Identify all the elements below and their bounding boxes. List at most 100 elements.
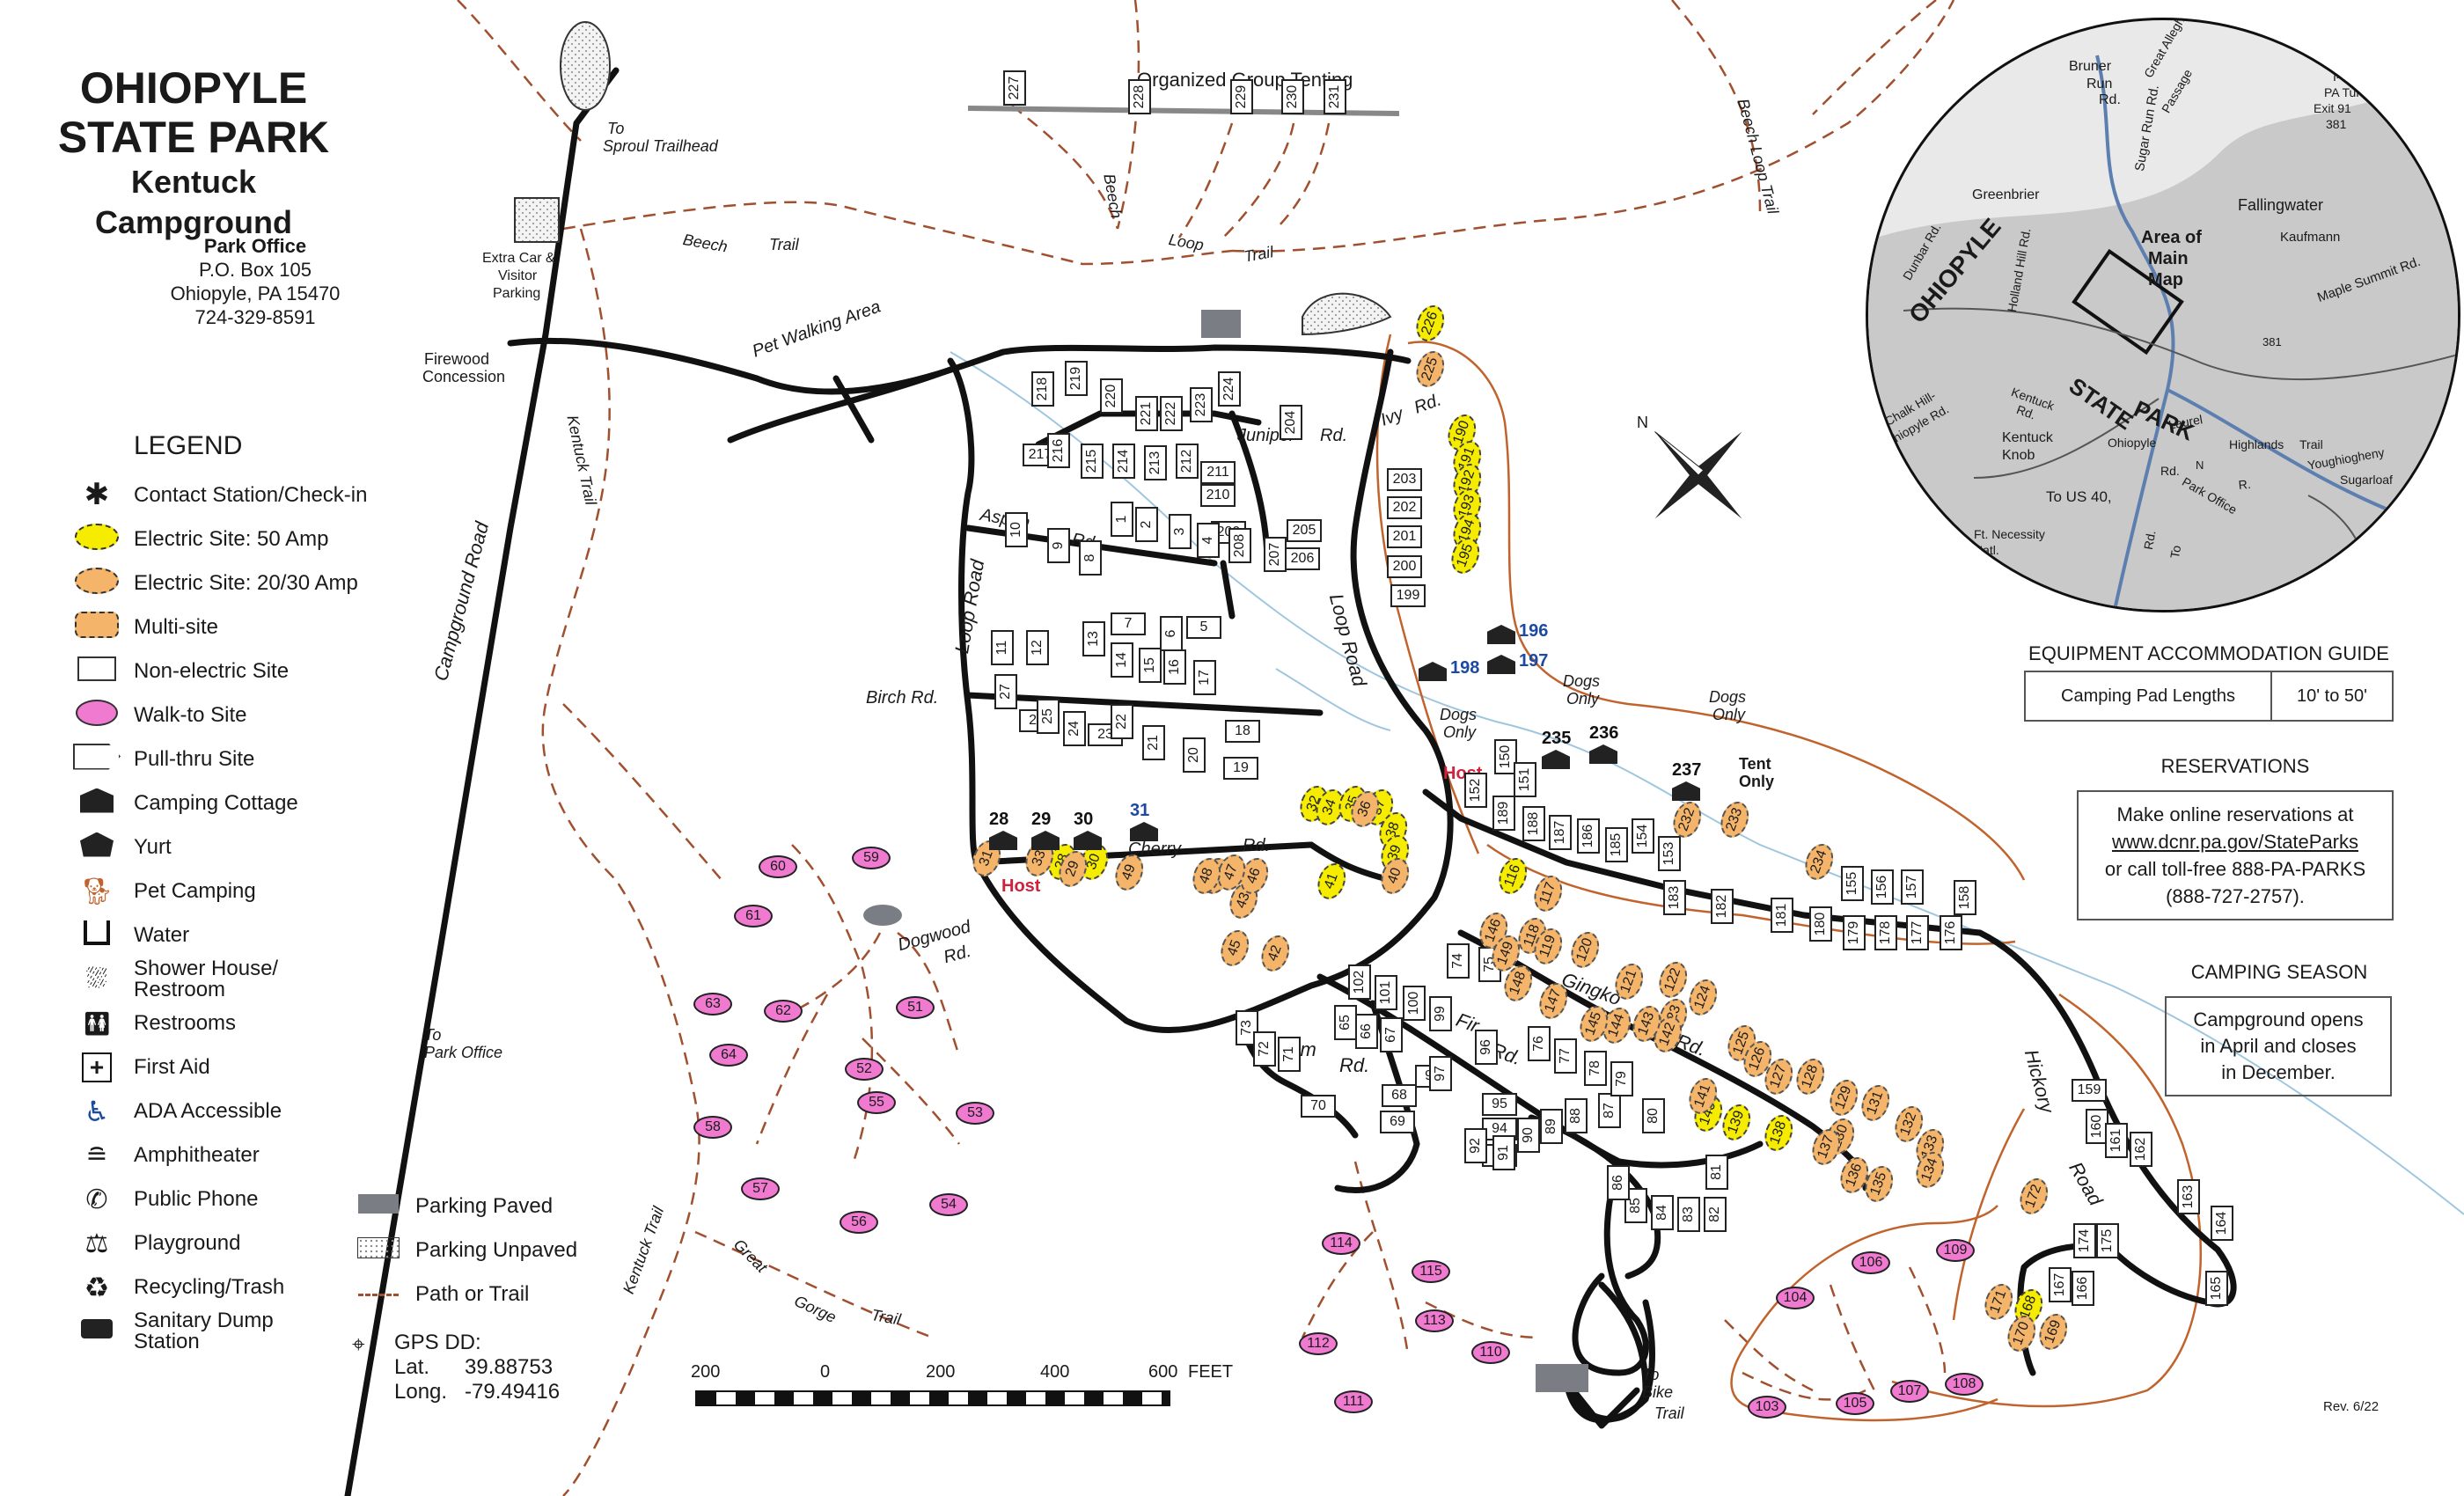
campsite-marker[interactable]: 228 xyxy=(1128,79,1151,114)
campsite-marker[interactable]: 7 xyxy=(1111,612,1146,635)
campsite-marker[interactable]: 183 xyxy=(1663,880,1686,915)
campsite-marker[interactable]: 207 xyxy=(1264,537,1287,572)
campsite-marker[interactable]: 22 xyxy=(1111,704,1133,739)
campsite-marker[interactable]: 222 xyxy=(1160,396,1183,431)
campsite-marker[interactable]: 4 xyxy=(1197,523,1220,558)
campsite-marker[interactable]: 53 xyxy=(956,1102,994,1125)
campsite-marker[interactable]: 60 xyxy=(759,855,797,878)
campsite-marker[interactable]: 54 xyxy=(929,1193,968,1216)
campsite-marker[interactable]: 214 xyxy=(1112,444,1135,479)
campsite-marker[interactable]: 212 xyxy=(1176,444,1199,479)
campsite-marker[interactable]: 112 xyxy=(1299,1332,1338,1355)
campsite-marker[interactable]: 24 xyxy=(1063,711,1086,746)
campsite-marker[interactable]: 104 xyxy=(1776,1287,1815,1309)
campsite-marker[interactable]: 95 xyxy=(1482,1093,1517,1116)
campsite-marker[interactable]: 65 xyxy=(1334,1005,1357,1040)
campsite-marker[interactable]: 71 xyxy=(1278,1037,1301,1072)
campsite-marker[interactable]: 2 xyxy=(1135,507,1158,542)
campsite-marker[interactable]: 111 xyxy=(1334,1390,1373,1413)
campsite-marker[interactable]: 211 xyxy=(1200,461,1236,484)
campsite-marker[interactable]: 105 xyxy=(1836,1392,1874,1415)
campsite-marker[interactable]: 96 xyxy=(1475,1030,1498,1065)
campsite-marker[interactable]: 218 xyxy=(1031,371,1054,407)
campsite-marker[interactable]: 15 xyxy=(1139,648,1162,683)
campsite-marker[interactable]: 86 xyxy=(1607,1165,1630,1200)
campsite-marker[interactable]: 100 xyxy=(1403,986,1426,1021)
campsite-marker[interactable]: 206 xyxy=(1285,547,1320,570)
campsite-marker[interactable]: 19 xyxy=(1223,757,1258,780)
campsite-marker[interactable]: 187 xyxy=(1549,815,1572,850)
campsite-marker[interactable]: 203 xyxy=(1387,468,1422,491)
campsite-marker[interactable]: 89 xyxy=(1540,1109,1563,1144)
campsite-marker[interactable]: 199 xyxy=(1390,584,1426,607)
campsite-marker[interactable]: 114 xyxy=(1322,1232,1360,1255)
campsite-marker[interactable]: 107 xyxy=(1890,1380,1929,1403)
campsite-marker[interactable]: 87 xyxy=(1598,1093,1621,1128)
campsite-marker[interactable]: 156 xyxy=(1871,869,1894,905)
campsite-marker[interactable]: 162 xyxy=(2130,1132,2152,1167)
campsite-marker[interactable]: 177 xyxy=(1906,915,1929,950)
campsite-marker[interactable]: 106 xyxy=(1852,1251,1890,1274)
campsite-marker[interactable]: 8 xyxy=(1079,540,1102,576)
campsite-marker[interactable]: 52 xyxy=(845,1058,884,1081)
campsite-marker[interactable]: 163 xyxy=(2177,1179,2200,1214)
campsite-marker[interactable]: 210 xyxy=(1200,484,1236,507)
campsite-marker[interactable]: 80 xyxy=(1642,1098,1665,1133)
campsite-marker[interactable]: 74 xyxy=(1447,943,1470,979)
campsite-marker[interactable]: 57 xyxy=(741,1177,780,1200)
campsite-marker[interactable]: 13 xyxy=(1082,621,1105,656)
campsite-marker[interactable]: 161 xyxy=(2105,1123,2128,1158)
campsite-marker[interactable]: 159 xyxy=(2072,1079,2107,1102)
campsite-marker[interactable]: 12 xyxy=(1026,630,1049,665)
campsite-marker[interactable]: 182 xyxy=(1711,889,1734,924)
campsite-marker[interactable]: 231 xyxy=(1324,79,1346,114)
campsite-marker[interactable]: 10 xyxy=(1005,512,1028,547)
campsite-marker[interactable]: 55 xyxy=(857,1091,896,1114)
campsite-marker[interactable]: 167 xyxy=(2049,1267,2072,1302)
campsite-marker[interactable]: 174 xyxy=(2073,1223,2096,1258)
campsite-marker[interactable]: 153 xyxy=(1658,836,1681,871)
campsite-marker[interactable]: 17 xyxy=(1193,660,1216,695)
campsite-marker[interactable]: 166 xyxy=(2072,1271,2094,1306)
campsite-marker[interactable]: 110 xyxy=(1471,1341,1510,1364)
campsite-marker[interactable]: 178 xyxy=(1874,915,1897,950)
campsite-marker[interactable]: 25 xyxy=(1037,699,1060,734)
campsite-marker[interactable]: 221 xyxy=(1135,396,1158,431)
campsite-marker[interactable]: 88 xyxy=(1565,1098,1588,1133)
campsite-marker[interactable]: 61 xyxy=(734,905,773,928)
campsite-marker[interactable]: 79 xyxy=(1610,1061,1633,1096)
campsite-marker[interactable]: 66 xyxy=(1355,1014,1378,1049)
campsite-marker[interactable]: 16 xyxy=(1163,649,1186,685)
campsite-marker[interactable]: 152 xyxy=(1464,773,1487,808)
reservations-link[interactable]: www.dcnr.pa.gov/StateParks xyxy=(2111,831,2359,853)
campsite-marker[interactable]: 97 xyxy=(1429,1056,1452,1091)
campsite-marker[interactable]: 154 xyxy=(1632,818,1654,854)
campsite-marker[interactable]: 155 xyxy=(1841,866,1864,901)
campsite-marker[interactable]: 151 xyxy=(1514,762,1536,797)
campsite-marker[interactable]: 77 xyxy=(1554,1038,1577,1074)
campsite-marker[interactable]: 14 xyxy=(1111,642,1133,678)
campsite-marker[interactable]: 223 xyxy=(1190,387,1213,422)
campsite-marker[interactable]: 186 xyxy=(1577,818,1600,854)
campsite-marker[interactable]: 68 xyxy=(1382,1084,1417,1107)
campsite-marker[interactable]: 27 xyxy=(994,674,1017,709)
campsite-marker[interactable]: 3 xyxy=(1169,514,1192,549)
campsite-marker[interactable]: 101 xyxy=(1375,975,1397,1010)
campsite-marker[interactable]: 21 xyxy=(1142,725,1165,760)
campsite-marker[interactable]: 103 xyxy=(1748,1396,1786,1419)
campsite-marker[interactable]: 189 xyxy=(1492,796,1515,831)
campsite-marker[interactable]: 92 xyxy=(1464,1128,1487,1163)
campsite-marker[interactable]: 90 xyxy=(1517,1118,1540,1153)
campsite-marker[interactable]: 213 xyxy=(1144,445,1167,480)
campsite-marker[interactable]: 175 xyxy=(2096,1223,2119,1258)
campsite-marker[interactable]: 179 xyxy=(1843,915,1866,950)
campsite-marker[interactable]: 72 xyxy=(1253,1031,1276,1067)
campsite-marker[interactable]: 83 xyxy=(1677,1197,1700,1232)
campsite-marker[interactable]: 224 xyxy=(1218,371,1241,407)
campsite-marker[interactable]: 202 xyxy=(1387,496,1422,519)
campsite-marker[interactable]: 78 xyxy=(1584,1051,1607,1086)
campsite-marker[interactable]: 201 xyxy=(1387,525,1422,548)
campsite-marker[interactable]: 200 xyxy=(1387,555,1422,578)
campsite-marker[interactable]: 215 xyxy=(1081,444,1104,479)
campsite-marker[interactable]: 230 xyxy=(1281,79,1304,114)
